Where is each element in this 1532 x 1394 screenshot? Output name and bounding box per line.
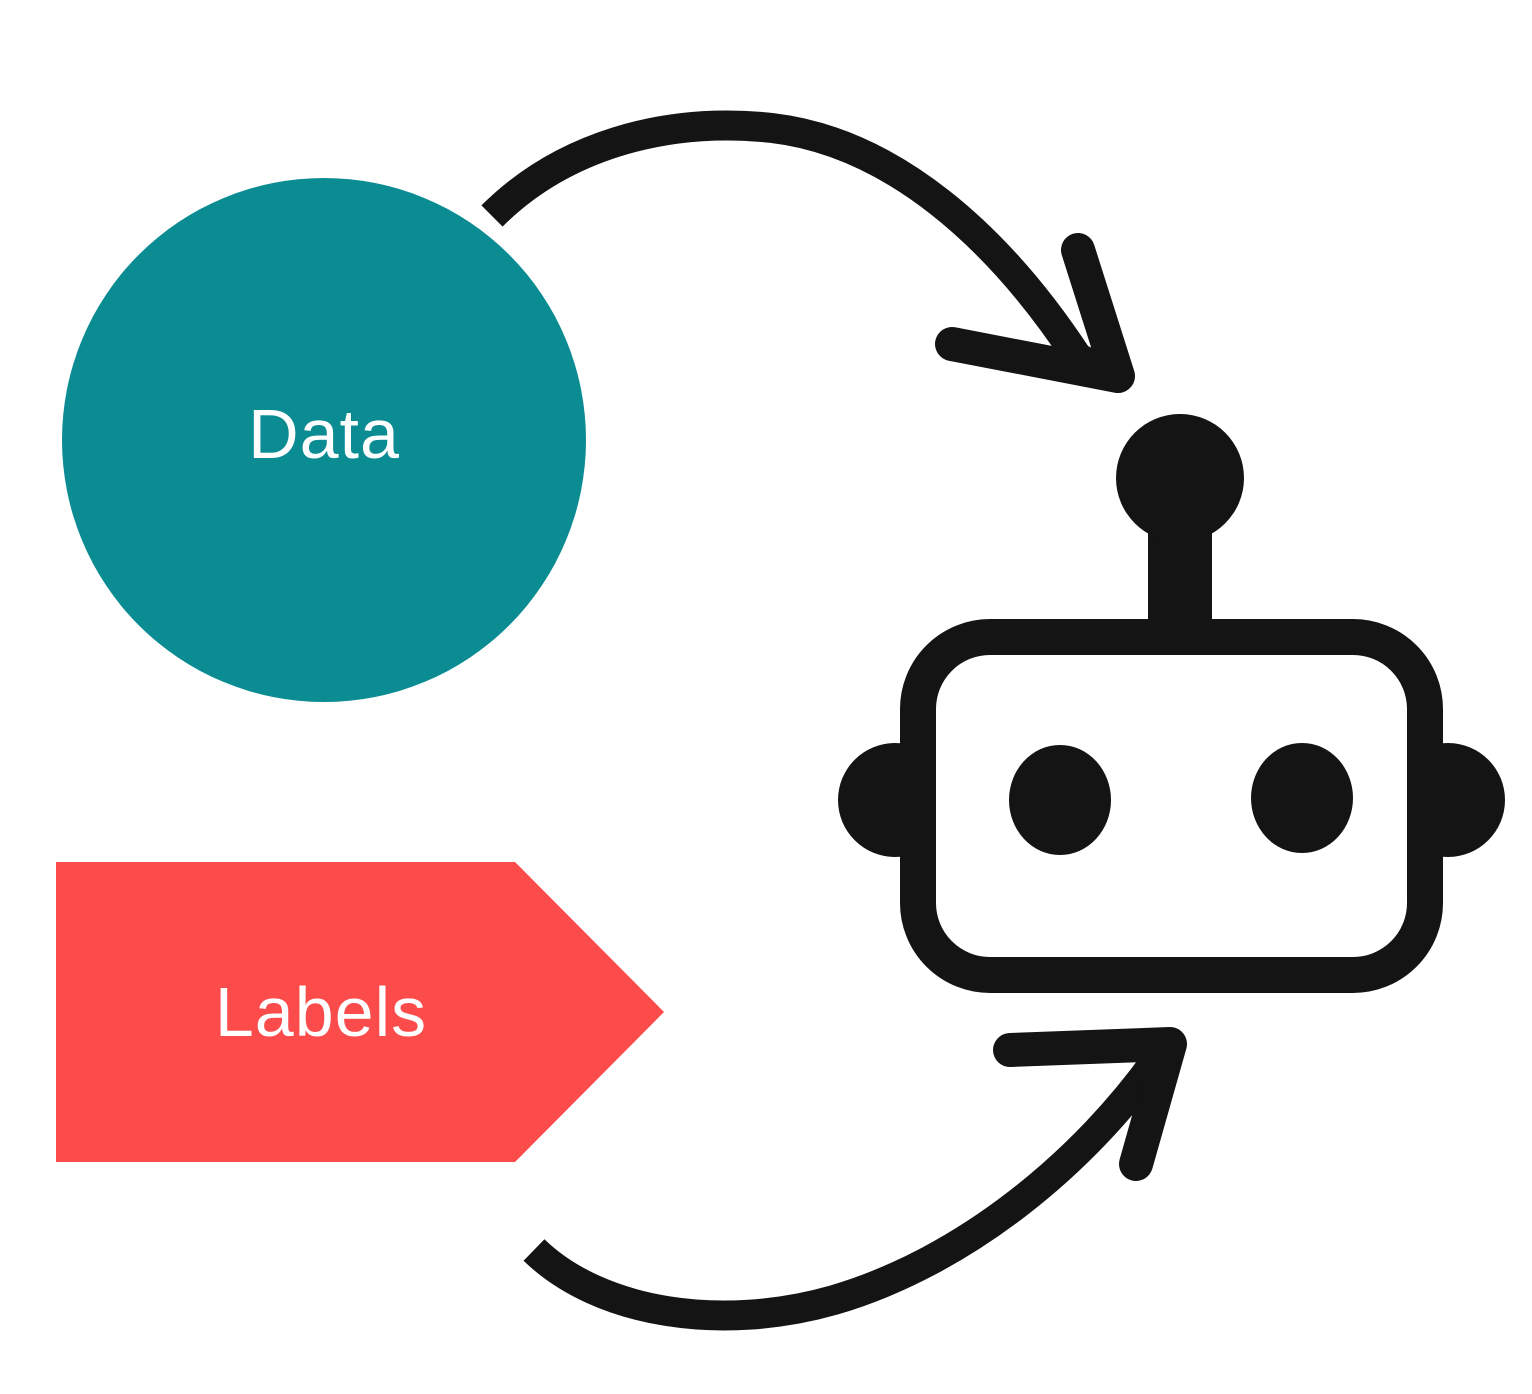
robot-icon (838, 414, 1505, 993)
robot-head (900, 619, 1443, 993)
labels-node-label: Labels (214, 973, 428, 1051)
data-node: Data (62, 178, 586, 702)
robot-right-eye (1251, 743, 1353, 853)
robot-left-eye (1009, 745, 1111, 855)
robot-antenna-ball (1116, 414, 1244, 542)
arrow-labels-to-robot-icon (523, 1027, 1187, 1331)
arrow-data-to-robot-icon (481, 110, 1135, 393)
labels-node: Labels (56, 862, 664, 1162)
data-node-label: Data (248, 395, 400, 473)
